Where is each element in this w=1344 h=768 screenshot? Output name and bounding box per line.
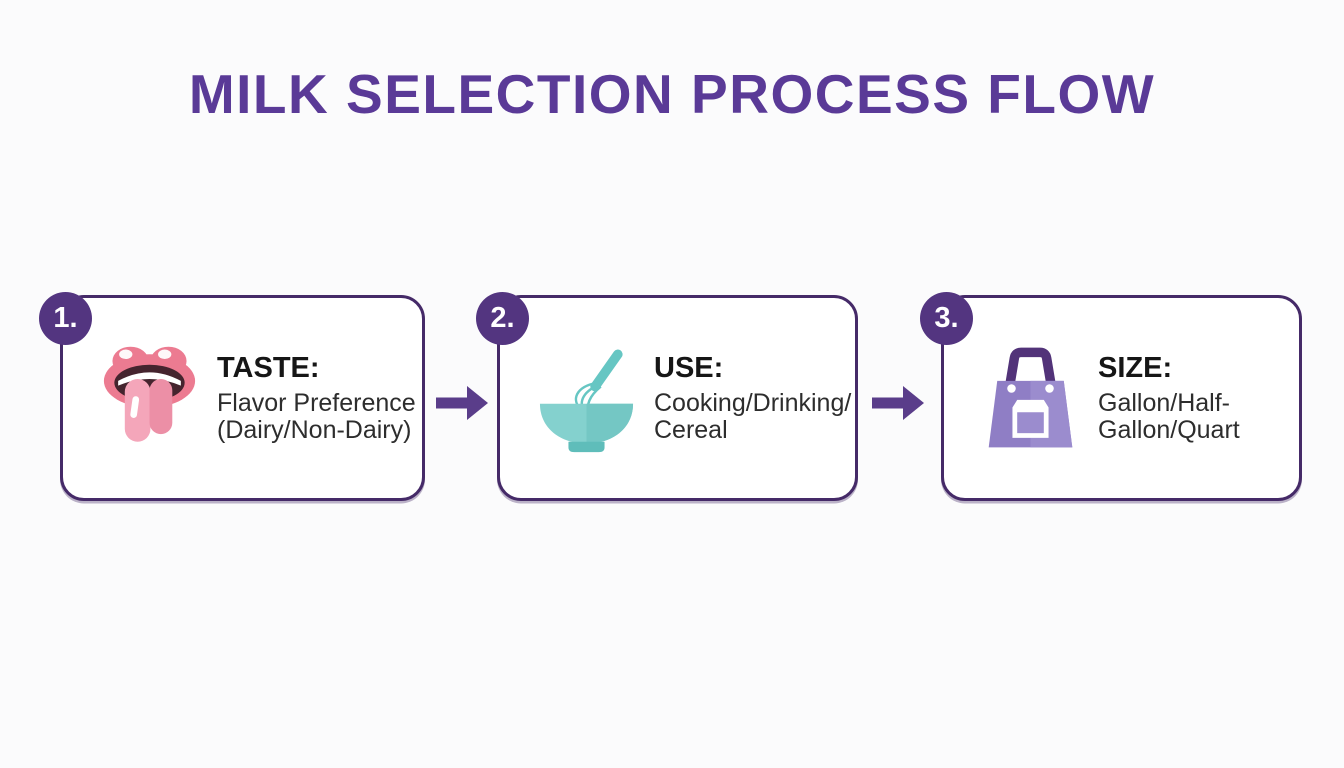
step-description-line: Cooking/Drinking/ [654, 389, 852, 417]
step-description: Gallon/Half- Gallon/Quart [1098, 390, 1240, 444]
step-description-line: Cereal [654, 416, 728, 444]
page-title: MILK SELECTION PROCESS FLOW [188, 63, 1156, 125]
step-description-line: Flavor Preference [217, 389, 416, 417]
step-box-size: 3. SIZE: Gallon/Half- Gallon/Quart [920, 292, 1302, 501]
step-label: TASTE: [217, 352, 320, 384]
flow-arrow-icon [436, 386, 488, 420]
step-number-badge: 3. [920, 292, 973, 345]
step-description-line: (Dairy/Non-Dairy) [217, 416, 412, 444]
step-label: USE: [654, 352, 724, 384]
tongue-icon [93, 341, 205, 455]
step-description: Flavor Preference (Dairy/Non-Dairy) [217, 390, 416, 444]
mixing-bowl-icon [530, 341, 642, 455]
step-box-use: 2. USE: Cooking/Drinking/ Cereal [476, 292, 858, 501]
step-description-line: Gallon/Half- [1098, 389, 1230, 417]
step-number-badge: 2. [476, 292, 529, 345]
step-box-taste: 1. TASTE: Flavor Pr [39, 292, 425, 501]
step-description-line: Gallon/Quart [1098, 416, 1240, 444]
step-description: Cooking/Drinking/ Cereal [654, 390, 851, 444]
flow-arrow-icon [872, 386, 924, 420]
step-label: SIZE: [1098, 352, 1173, 384]
shopping-bag-icon [974, 341, 1086, 455]
step-number-badge: 1. [39, 292, 92, 345]
